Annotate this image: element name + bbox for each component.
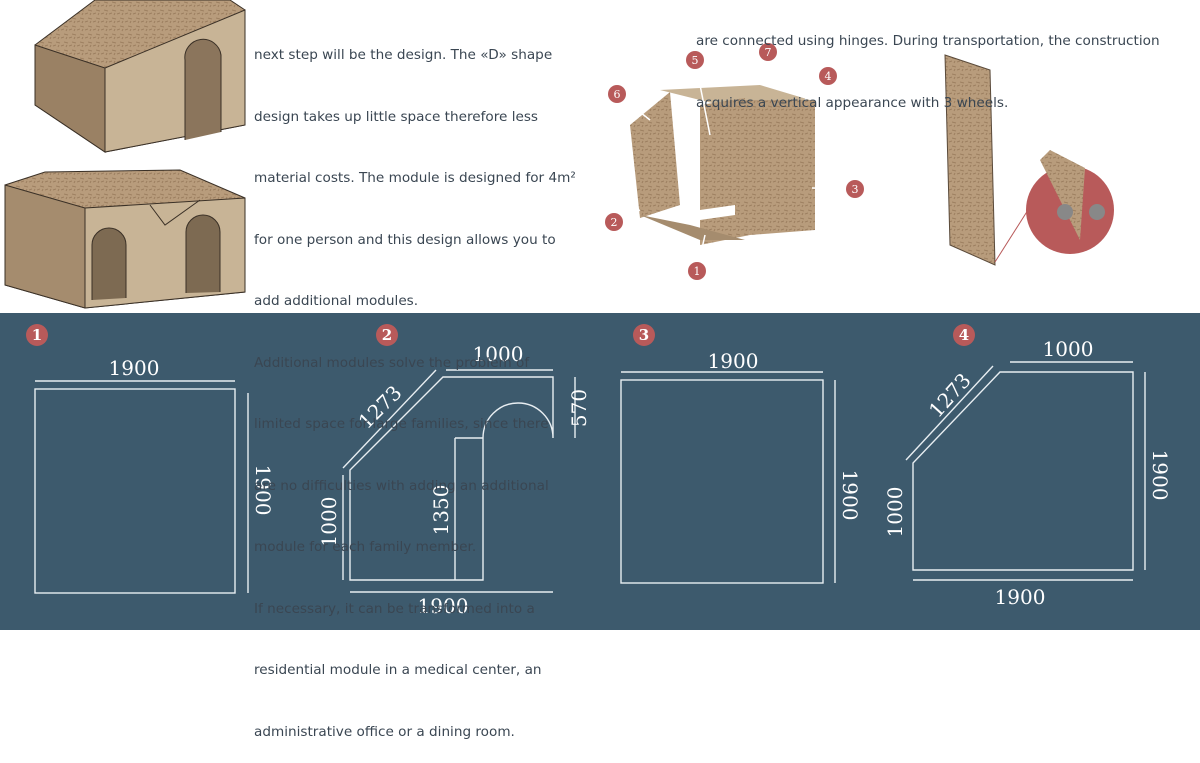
callout-number: 1 — [694, 265, 701, 278]
text-line: for one person and this design allows yo… — [254, 231, 556, 248]
text-line: design takes up little space therefore l… — [254, 108, 539, 125]
callout-badge — [688, 262, 706, 280]
module-renders — [4, 0, 246, 309]
dimension-drawings-panel — [0, 313, 1200, 630]
callout-leader — [616, 93, 651, 121]
callout-badge — [846, 180, 864, 198]
callout-leader — [696, 234, 706, 272]
text-line: administrative office or a dining room. — [254, 723, 515, 740]
callout-leader — [613, 209, 641, 223]
text-line: add additional modules. — [254, 293, 419, 309]
text-line: material costs. The module is designed f… — [254, 170, 576, 186]
text-line: acquires a vertical appearance with 3 wh… — [696, 94, 1009, 111]
callout-number: 3 — [852, 183, 859, 196]
text-line: residential module in a medical center, … — [254, 662, 542, 678]
description-text: next step will be the design. The «D» sh… — [254, 4, 576, 763]
callout-badge — [608, 85, 626, 103]
callout-number: 2 — [611, 216, 618, 229]
callout-leader — [811, 187, 856, 190]
module-single-render — [34, 0, 246, 153]
text-line: are no difficulties with adding an addit… — [254, 477, 549, 494]
text-line: limited space for large families, since … — [254, 416, 549, 432]
text-line: Additional modules solve the problem of — [254, 354, 530, 371]
callout-badge — [605, 213, 623, 231]
text-line: module for each family member. — [254, 539, 477, 555]
callout-number: 6 — [614, 88, 621, 101]
text-line: next step will be the design. The «D» sh… — [254, 47, 553, 63]
text-line: If necessary, it can be transformed into… — [254, 600, 535, 617]
text-line: are connected using hinges. During trans… — [696, 33, 1160, 49]
module-double-render — [4, 169, 246, 309]
transport-text: are connected using hinges. During trans… — [696, 0, 1160, 134]
